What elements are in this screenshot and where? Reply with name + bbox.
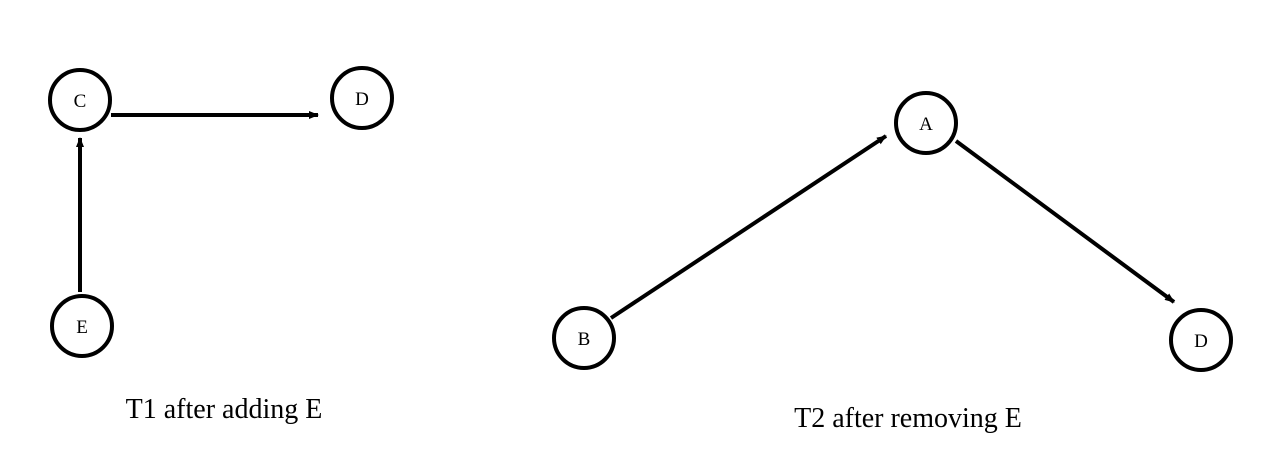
tree-t2: A B D T2 after removing E <box>552 91 1233 434</box>
edge-a-to-d <box>954 139 1176 304</box>
edge-b-to-a <box>609 134 888 320</box>
node-e-label: E <box>76 317 88 338</box>
node-b-label: B <box>578 329 591 350</box>
node-e: E <box>50 294 114 358</box>
node-d-t2: D <box>1169 308 1233 372</box>
node-d-label: D <box>355 89 369 110</box>
caption-t2: T2 after removing E <box>794 403 1022 434</box>
node-d: D <box>330 66 394 130</box>
node-c-label: C <box>74 91 87 112</box>
node-a: A <box>894 91 958 155</box>
caption-t1: T1 after adding E <box>126 394 323 425</box>
node-c: C <box>48 68 112 132</box>
node-a-label: A <box>919 114 933 135</box>
node-d-t2-label: D <box>1194 331 1208 352</box>
node-b: B <box>552 306 616 370</box>
tree-t1: C D E T1 after adding E <box>48 66 394 425</box>
